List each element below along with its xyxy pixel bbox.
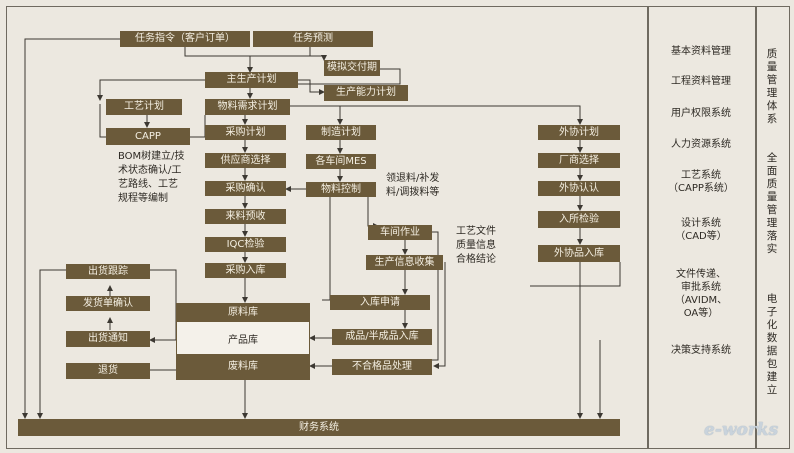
- capp-box: CAPP: [106, 128, 190, 145]
- material-note-line: 领退料/补发: [386, 173, 440, 184]
- waste-store-box: 废料库: [176, 354, 310, 380]
- finance-box: 财务系统: [18, 419, 620, 436]
- material-note: 领退料/补发 料/调拨料等: [386, 172, 439, 200]
- material-req-plan-box: 物料需求计划: [205, 99, 290, 115]
- vertical-digital-package: 电子化数据包建立: [766, 293, 778, 396]
- system-process-line: 工艺系统: [681, 170, 721, 181]
- system-doc-flow-line: 文件传递、: [676, 269, 726, 280]
- mfg-plan-box: 制造计划: [306, 125, 376, 140]
- returns-box: 退货: [66, 363, 150, 379]
- product-store-box: 产品库: [176, 322, 310, 354]
- shipment-notice-box: 出货通知: [66, 331, 150, 347]
- purchase-confirm-box: 采购确认: [205, 181, 286, 196]
- process-doc-note: 工艺文件 质量信息 合格结论: [456, 225, 496, 267]
- outsource-plan-box: 外协计划: [538, 125, 620, 140]
- supplier-select-box: 供应商选择: [205, 153, 286, 168]
- vertical-quality-system: 质量管理体系: [766, 48, 778, 125]
- process-doc-line: 合格结论: [456, 254, 496, 265]
- material-control-box: 物料控制: [306, 182, 376, 197]
- process-doc-line: 工艺文件: [456, 226, 496, 237]
- incoming-forecast-box: 来料预收: [205, 209, 286, 224]
- workshop-operation-box: 车间作业: [368, 225, 432, 240]
- process-plan-box: 工艺计划: [106, 99, 182, 115]
- workshop-mes-box: 各车间MES: [306, 154, 376, 169]
- system-hr: 人力资源系统: [671, 139, 731, 150]
- delivery-confirm-box: 发货单确认: [66, 296, 150, 311]
- process-doc-line: 质量信息: [456, 240, 496, 251]
- warehouse-inspection-box: 入所检验: [538, 211, 620, 228]
- capacity-plan-box: 生产能力计划: [324, 85, 408, 101]
- vendor-select-box: 厂商选择: [538, 153, 620, 168]
- system-design: 设计系统 （CAD等）: [656, 217, 746, 243]
- inbound-request-box: 入库申请: [330, 295, 430, 310]
- system-decision-support: 决策支持系统: [671, 345, 731, 356]
- outsource-inbound-box: 外协品入库: [538, 245, 620, 262]
- nonconforming-box: 不合格品处理: [332, 359, 432, 375]
- system-process: 工艺系统 （CAPP系统）: [656, 169, 746, 195]
- finished-inbound-box: 成品/半成品入库: [332, 329, 432, 345]
- system-doc-flow-line: OA等）: [683, 308, 719, 319]
- iqc-box: IQC检验: [205, 237, 286, 252]
- material-note-line: 料/调拨料等: [386, 187, 440, 198]
- system-user-rights: 用户权限系统: [671, 108, 731, 119]
- bom-note-line: 艺路线、工艺: [118, 179, 178, 190]
- vertical-full-quality: 全面质量管理落实: [766, 152, 778, 255]
- system-process-line: （CAPP系统）: [668, 183, 734, 194]
- e-works-logo: e-works: [704, 420, 779, 440]
- vertical-frame: [756, 6, 790, 449]
- master-schedule-box: 主生产计划: [205, 72, 298, 88]
- system-doc-flow-line: （AVIDM、: [674, 295, 728, 306]
- system-design-line: 设计系统: [681, 218, 721, 229]
- outsource-confirm-box: 外协认认: [538, 181, 620, 196]
- raw-material-store-box: 原料库: [176, 303, 310, 322]
- bom-note: BOM树建立/技 术状态确认/工 艺路线、工艺 规程等编制: [118, 150, 185, 206]
- shipment-track-box: 出货跟踪: [66, 264, 150, 279]
- task-order-box: 任务指令（客户订单）: [120, 31, 250, 47]
- main-frame: [6, 6, 648, 449]
- bom-note-line: BOM树建立/技: [118, 151, 185, 162]
- system-doc-flow: 文件传递、 审批系统 （AVIDM、 OA等）: [656, 268, 746, 320]
- purchase-plan-box: 采购计划: [205, 125, 286, 140]
- systems-frame: [648, 6, 756, 449]
- production-info-box: 生产信息收集: [366, 255, 443, 270]
- system-doc-flow-line: 审批系统: [681, 282, 721, 293]
- task-forecast-box: 任务预测: [253, 31, 373, 47]
- bom-note-line: 规程等编制: [118, 193, 168, 204]
- system-engineering-data: 工程资料管理: [671, 76, 731, 87]
- system-design-line: （CAD等）: [675, 231, 727, 242]
- bom-note-line: 术状态确认/工: [118, 165, 182, 176]
- simulated-delivery-box: 模拟交付期: [324, 60, 380, 76]
- system-basic-data: 基本资料管理: [671, 46, 731, 57]
- purchase-inbound-box: 采购入库: [205, 263, 286, 278]
